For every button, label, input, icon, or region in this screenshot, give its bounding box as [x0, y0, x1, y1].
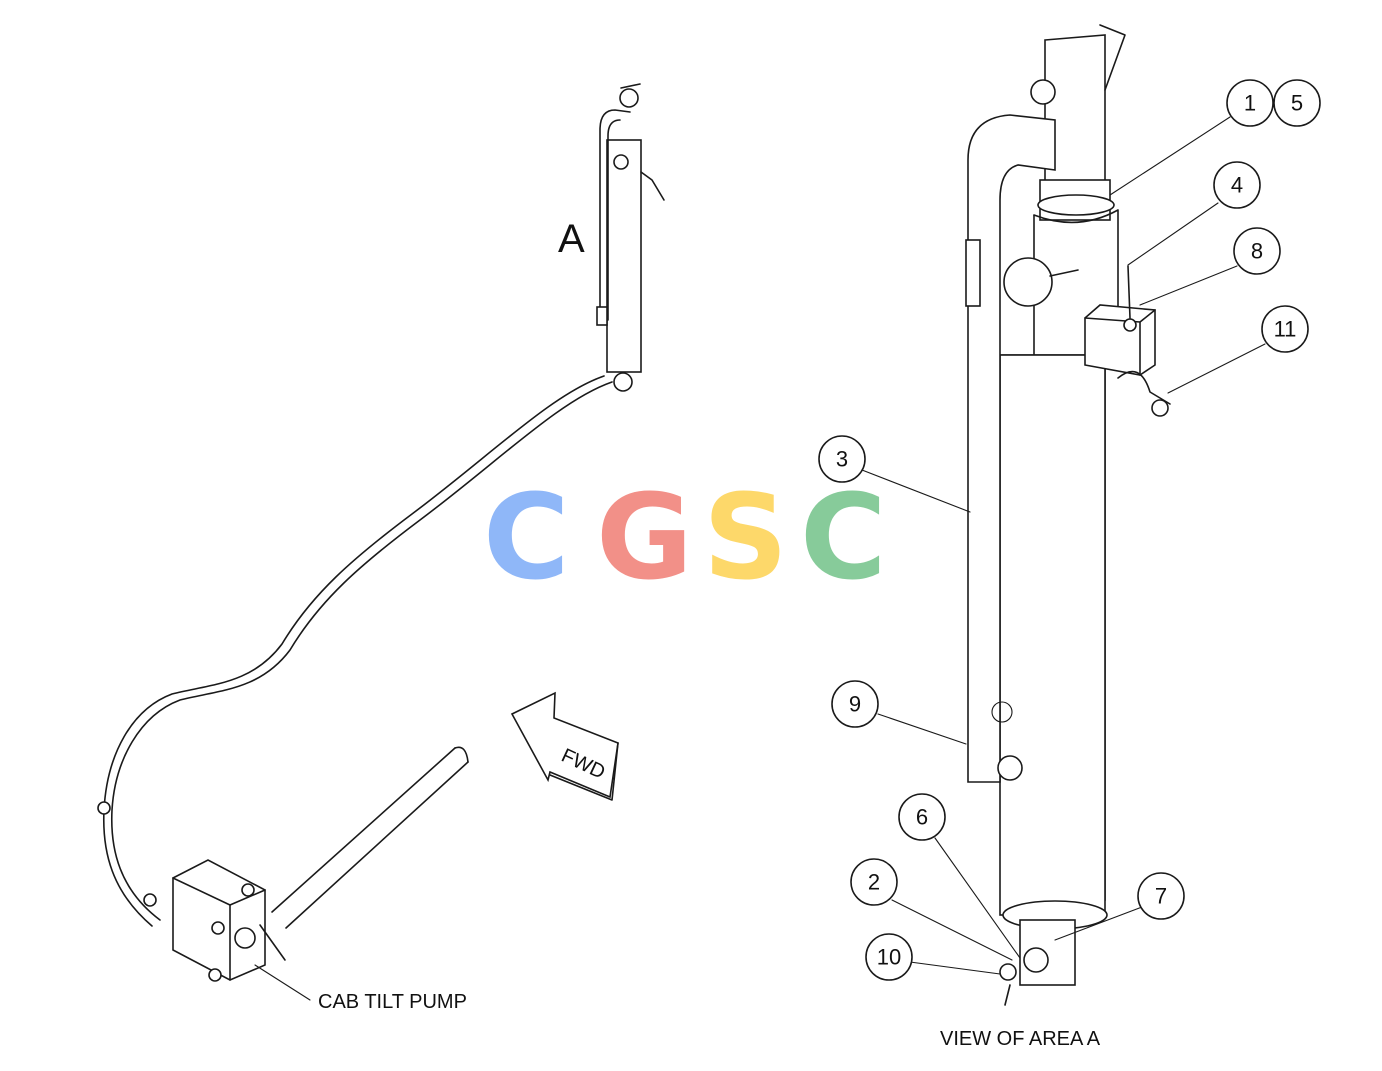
callout-11: 11 — [1261, 305, 1309, 353]
callout-5: 5 — [1273, 79, 1321, 127]
svg-text:6: 6 — [916, 805, 928, 830]
view-caption: VIEW OF AREA A — [940, 1028, 1101, 1050]
svg-text:10: 10 — [877, 945, 901, 970]
hydraulic-hose — [97, 375, 613, 927]
svg-text:8: 8 — [1251, 239, 1263, 264]
forward-arrow: FWD — [510, 691, 619, 801]
watermark-letter-s: S — [703, 468, 788, 606]
svg-text:3: 3 — [836, 447, 848, 472]
watermark-letter-c2: C — [800, 468, 887, 606]
callout-3: 3 — [818, 435, 866, 483]
svg-text:11: 11 — [1274, 317, 1297, 342]
callout-8: 8 — [1233, 227, 1281, 275]
svg-text:9: 9 — [849, 692, 861, 717]
svg-text:7: 7 — [1155, 884, 1167, 909]
svg-text:2: 2 — [868, 870, 880, 895]
watermark-logo: C G S C — [483, 468, 887, 606]
svg-text:5: 5 — [1291, 91, 1303, 116]
callout-4: 4 — [1213, 161, 1261, 209]
pump-handle — [271, 746, 469, 929]
watermark-letter-c1: C — [483, 468, 570, 606]
callout-6: 6 — [898, 793, 946, 841]
svg-text:1: 1 — [1244, 91, 1256, 116]
pump-label: CAB TILT PUMP — [318, 991, 467, 1013]
watermark-letter-g: G — [596, 468, 693, 606]
callout-1: 1 — [1226, 79, 1274, 127]
callout-9: 9 — [831, 680, 879, 728]
detail-cylinder — [965, 24, 1171, 1006]
svg-text:4: 4 — [1231, 173, 1243, 198]
area-marker: A — [558, 217, 585, 261]
callout-2: 2 — [850, 858, 898, 906]
overview-cylinder — [596, 83, 665, 392]
leader-lines — [861, 116, 1266, 975]
callout-7: 7 — [1137, 872, 1185, 920]
callout-10: 10 — [865, 933, 913, 981]
cab-tilt-pump — [172, 859, 286, 982]
